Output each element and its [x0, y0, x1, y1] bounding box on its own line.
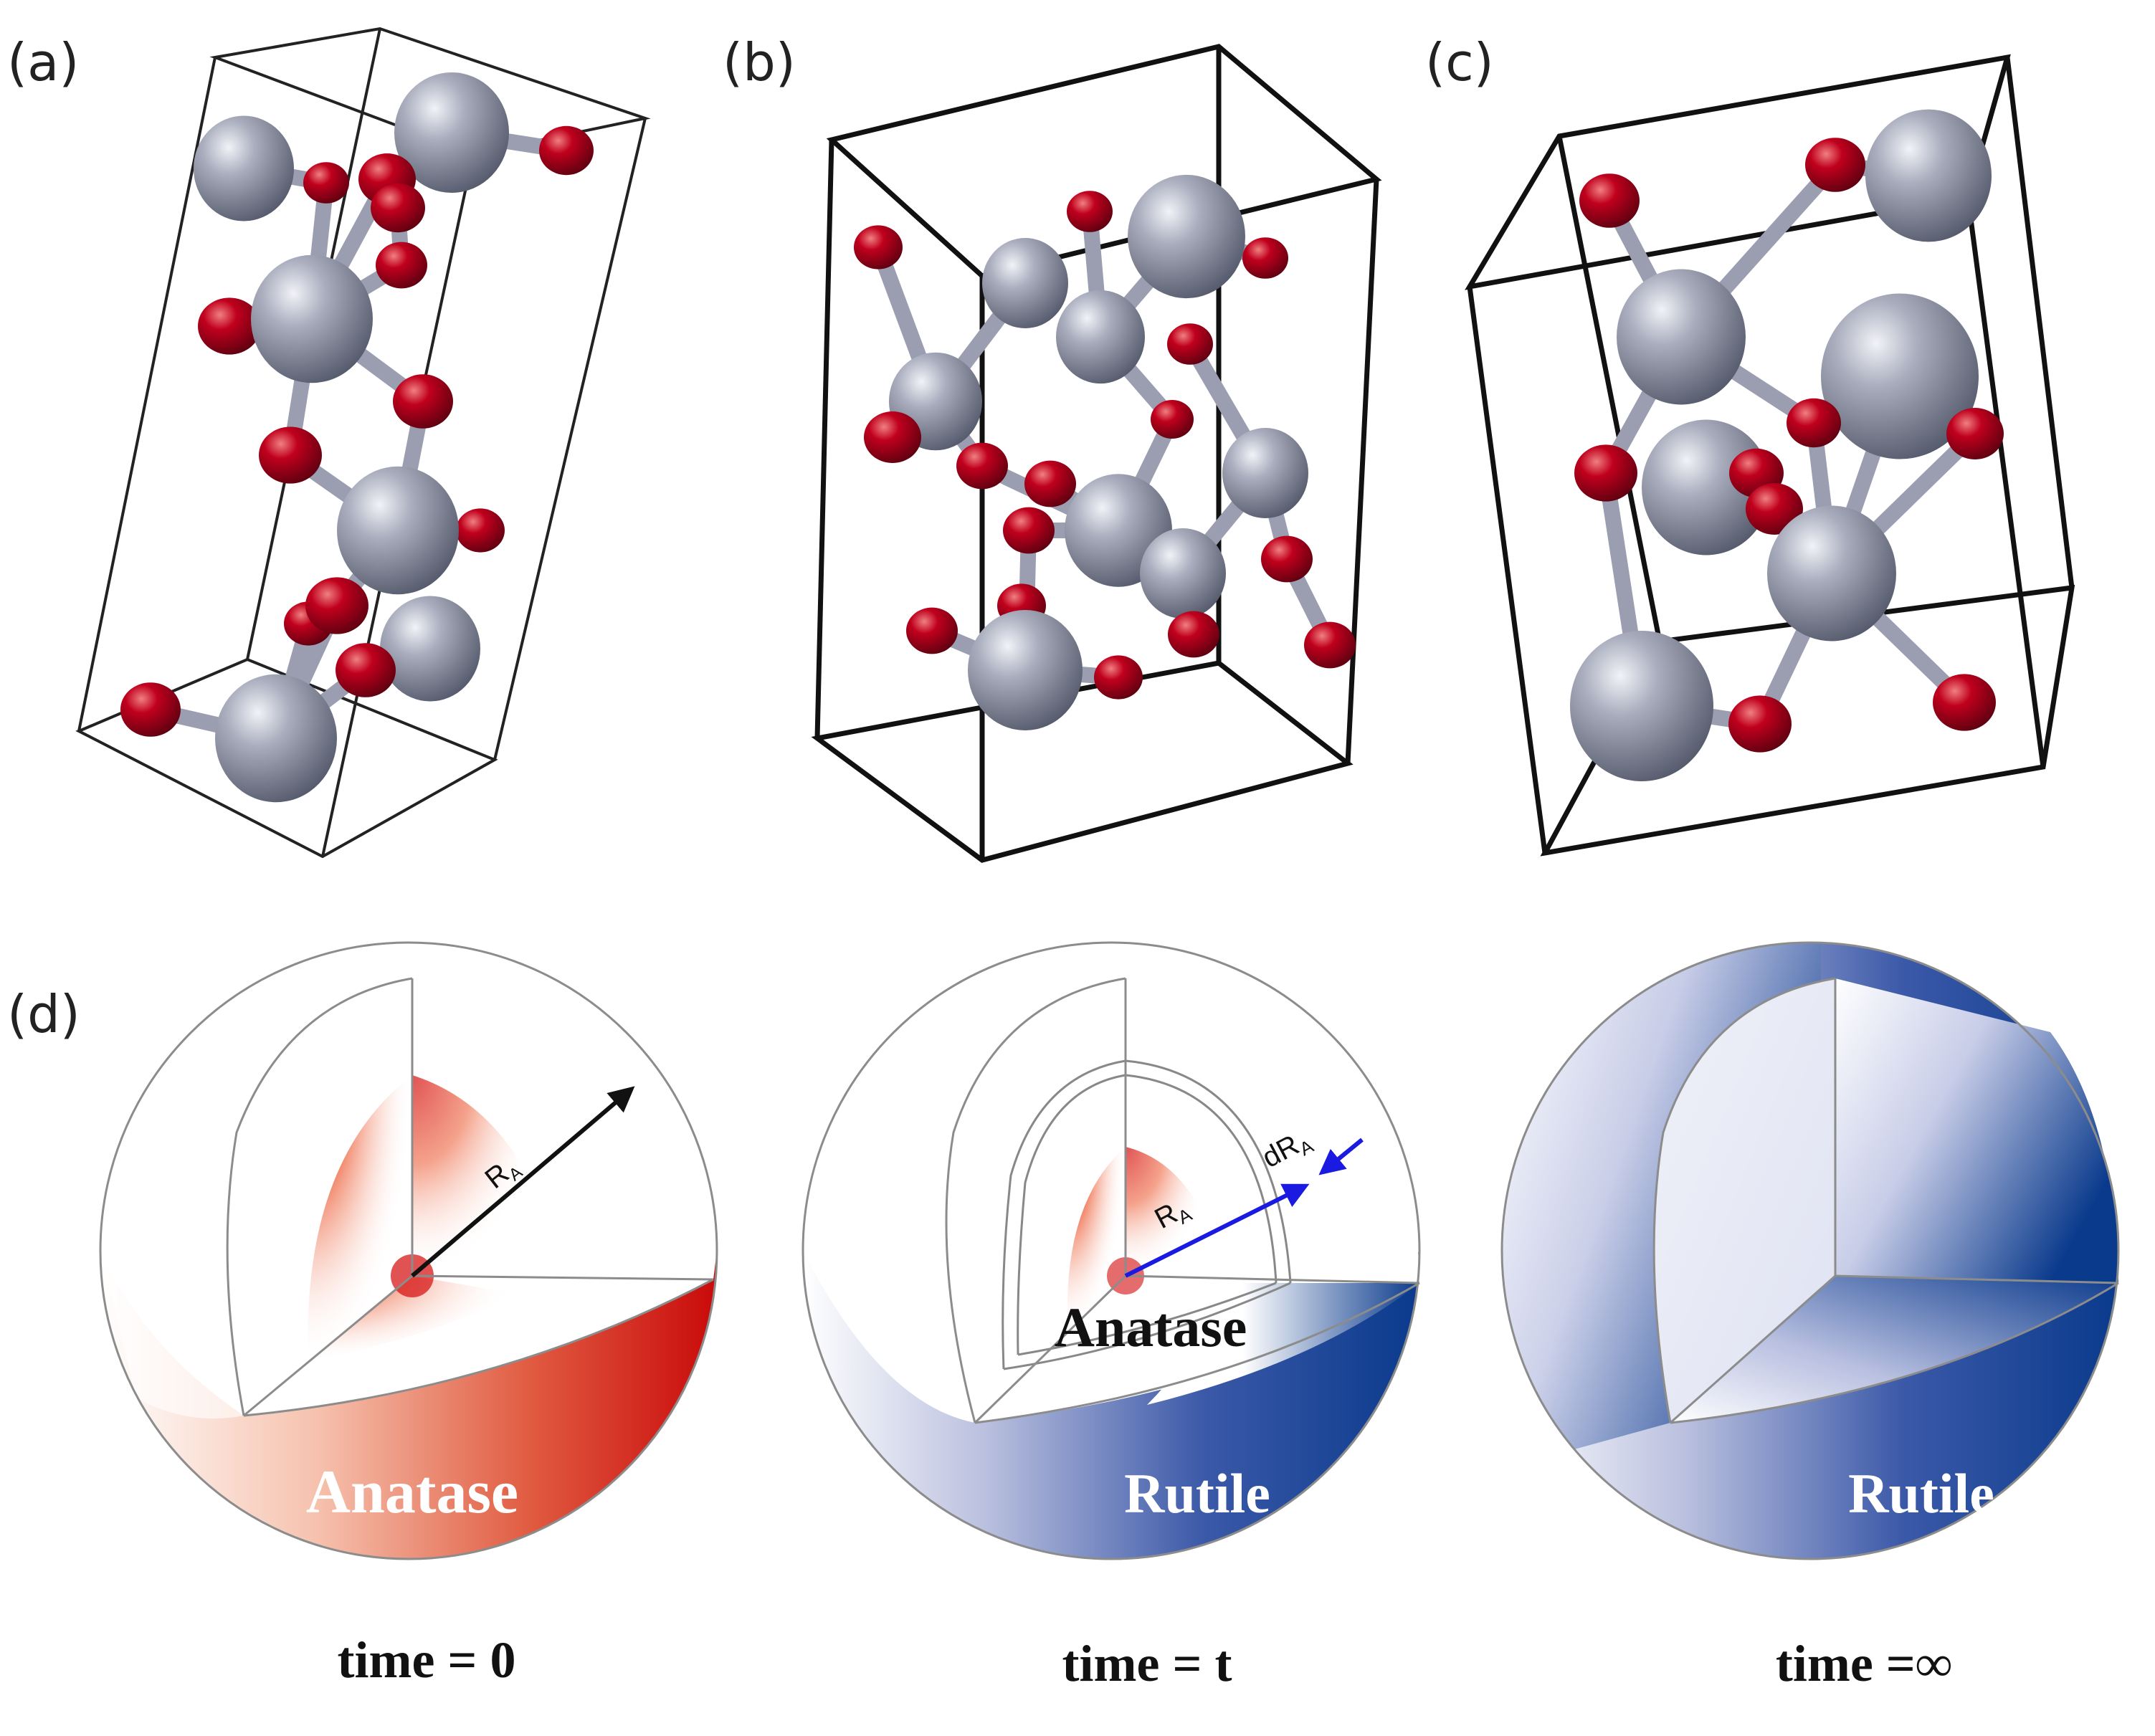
oxygen-atom [1933, 674, 1996, 731]
oxygen-atom [1094, 655, 1143, 700]
titanium-atom [215, 674, 337, 803]
oxygen-atom [1067, 191, 1113, 232]
oxygen-atom [1728, 695, 1792, 753]
oxygen-atom [1579, 173, 1640, 228]
crystal-structure-c [1465, 54, 2075, 857]
shell-arrow-2 [1318, 1138, 1364, 1175]
panel-label-c: (c) [1425, 32, 1494, 92]
oxygen-atom [956, 442, 1008, 490]
oxygen-atom [393, 374, 453, 429]
outer-phase-label-2: Rutile [1124, 1462, 1270, 1525]
oxygen-atom [1746, 483, 1803, 535]
oxygen-atom [1151, 400, 1194, 439]
titanium-atom [380, 596, 480, 702]
oxygen-atom [864, 411, 921, 463]
oxygen-atom [120, 682, 181, 737]
titanium-atom [968, 610, 1083, 730]
time-label-1: time = 0 [338, 1631, 516, 1689]
inner-phase-label-2: Anatase [1055, 1296, 1247, 1358]
sphere-time-infinity: Rutile time =∞ [1500, 941, 2120, 1692]
oxygen-atom [1003, 507, 1055, 554]
sphere-time-0: RA Anatase time = 0 [99, 941, 718, 1689]
crystal-structure-a [75, 27, 651, 859]
outer-phase-label-3: Rutile [1848, 1462, 1994, 1525]
oxygen-atom [1805, 138, 1865, 192]
oxygen-atom [906, 607, 958, 654]
oxygen-atom [456, 508, 505, 553]
oxygen-atom [376, 242, 427, 289]
oxygen-atom [1261, 535, 1313, 583]
unit-cell-frame-b [811, 44, 1382, 863]
panel-label-b: (b) [723, 32, 796, 92]
titanium-atom [1140, 528, 1226, 619]
time-label-2: time = t [1062, 1635, 1232, 1692]
titanium-atom [1767, 505, 1896, 642]
outer-phase-label-1: Anatase [306, 1457, 518, 1526]
titanium-atom [1056, 290, 1145, 384]
titanium-atom [1570, 631, 1713, 781]
oxygen-atom [1168, 611, 1219, 658]
titanium-atom [982, 238, 1068, 328]
oxygen-atom [1574, 444, 1637, 502]
oxygen-atom [198, 297, 261, 355]
oxygen-atom [1167, 323, 1213, 365]
oxygen-atom [1242, 237, 1288, 279]
titanium-atom [1642, 419, 1771, 555]
titanium-atom [251, 254, 373, 383]
time-label-3: time =∞ [1776, 1635, 1952, 1692]
oxygen-atom [336, 643, 396, 697]
titanium-atom [1222, 428, 1308, 518]
radius-arrow-2 [1124, 1183, 1310, 1278]
oxygen-atom [1024, 460, 1076, 507]
titanium-atom [1865, 109, 1992, 242]
radius-arrow-1 [411, 1086, 635, 1278]
oxygen-atom [371, 183, 425, 233]
panel-label-a: (a) [7, 32, 79, 92]
titanium-atom [394, 72, 509, 193]
crystal-structure-b [811, 44, 1382, 863]
panel-label-d: (d) [7, 984, 80, 1044]
oxygen-atom [1946, 408, 2004, 459]
sphere-time-t: RA dRA Anatase Rutile time = t [801, 941, 1421, 1692]
titanium-atom [1617, 269, 1746, 405]
oxygen-atom [1304, 621, 1356, 669]
oxygen-atom [854, 225, 903, 270]
titanium-atom [1128, 174, 1245, 299]
oxygen-atom [305, 577, 368, 634]
oxygen-atom [539, 125, 594, 176]
titanium-atom [1821, 293, 1979, 459]
oxygen-atom [259, 426, 322, 484]
oxygen-atom [1787, 398, 1841, 448]
titanium-atom [337, 466, 459, 595]
titanium-atom [194, 115, 294, 221]
oxygen-atom [303, 162, 349, 204]
